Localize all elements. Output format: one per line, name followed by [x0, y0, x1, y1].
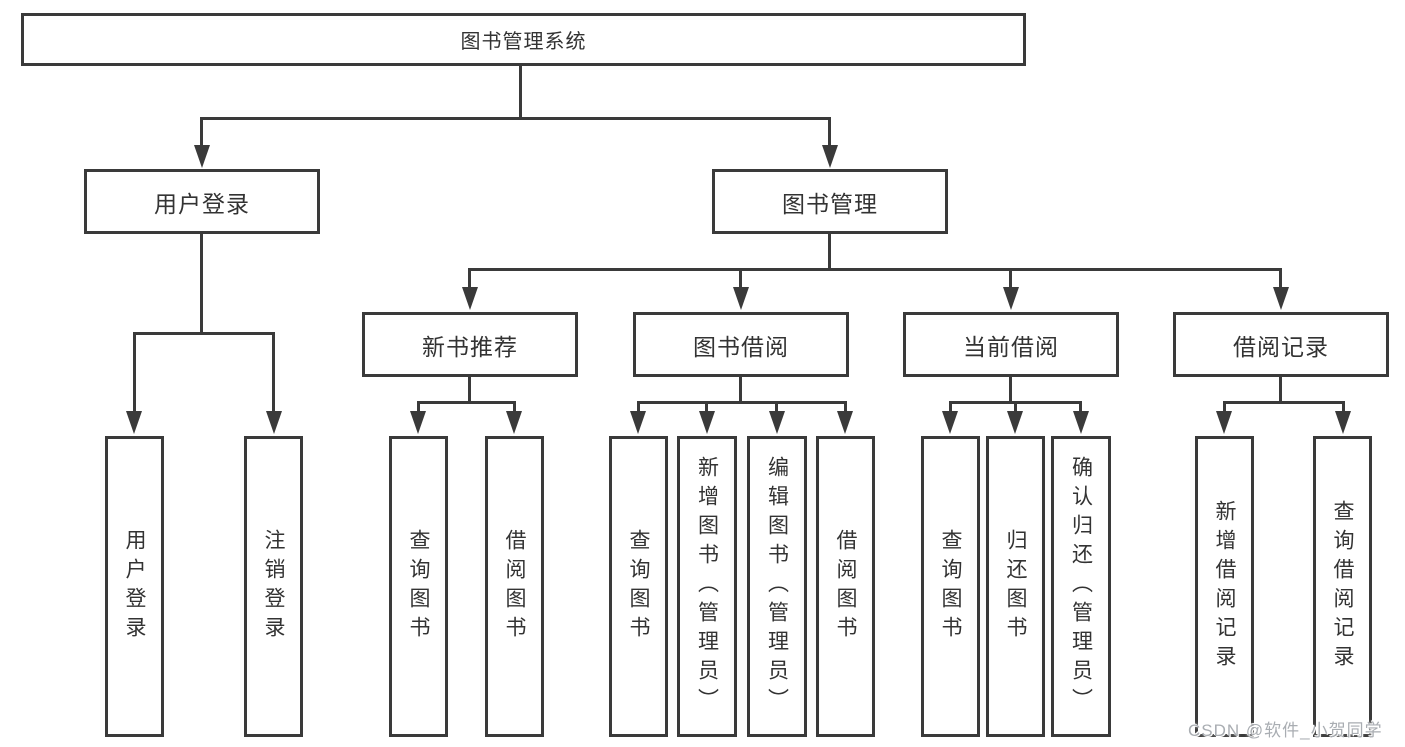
arrowhead-leaf-query1	[410, 411, 426, 434]
edge-current-borrow-stem	[1009, 377, 1012, 404]
leaf-query-current-label: 查询图书	[939, 528, 962, 645]
edge-book-mgmt-branch	[468, 268, 1282, 271]
node-current-borrow-label: 当前借阅	[963, 333, 1059, 360]
edge-to-leaf-query-record	[1342, 401, 1345, 413]
node-user-login: 用户登录	[84, 169, 320, 234]
arrowhead-leaf-borrow1	[506, 411, 522, 434]
arrowhead-leaf-query3	[942, 411, 958, 434]
leaf-query-book-borrow: 查询图书	[609, 436, 668, 737]
leaf-add-book-admin-label: 新增图书（管理员）	[695, 456, 719, 717]
node-borrow-record: 借阅记录	[1173, 312, 1389, 377]
edge-book-borrow-stem	[739, 377, 742, 404]
arrowhead-leaf-confirm-return	[1073, 411, 1089, 434]
node-current-borrow: 当前借阅	[903, 312, 1119, 377]
edge-to-current-borrow	[1009, 268, 1012, 290]
leaf-borrow-book-label: 借阅图书	[834, 528, 857, 645]
leaf-add-borrow-record-label: 新增借阅记录	[1213, 499, 1236, 674]
edge-to-borrow-record	[1279, 268, 1282, 290]
node-book-borrow: 图书借阅	[633, 312, 849, 377]
arrowhead-leaf-return	[1007, 411, 1023, 434]
edge-borrow-record-branch	[1223, 401, 1345, 404]
leaf-query-borrow-record: 查询借阅记录	[1313, 436, 1372, 737]
leaf-confirm-return-admin: 确认归还（管理员）	[1051, 436, 1111, 737]
edge-book-mgmt-stem	[828, 234, 831, 271]
node-book-borrow-label: 图书借阅	[693, 333, 789, 360]
arrowhead-book-mgmt	[822, 145, 838, 168]
leaf-logout: 注销登录	[244, 436, 303, 737]
edge-to-leaf-borrow1	[513, 401, 516, 413]
arrowhead-leaf-add-record	[1216, 411, 1232, 434]
edge-to-leaf-borrow2	[844, 401, 847, 413]
edge-borrow-record-stem	[1279, 377, 1282, 404]
leaf-confirm-return-admin-label: 确认归还（管理员）	[1069, 456, 1093, 717]
leaf-query-borrow-record-label: 查询借阅记录	[1331, 499, 1354, 674]
leaf-add-borrow-record: 新增借阅记录	[1195, 436, 1254, 737]
edge-to-book-mgmt	[828, 117, 831, 148]
leaf-borrow-book-recommend-label: 借阅图书	[503, 528, 526, 645]
node-user-login-label: 用户登录	[154, 190, 250, 217]
edge-user-login-branch	[133, 332, 274, 335]
edge-to-book-borrow	[739, 268, 742, 290]
arrowhead-leaf-edit-book	[769, 411, 785, 434]
watermark: CSDN @软件_小贺同学	[1188, 721, 1383, 740]
node-book-management: 图书管理	[712, 169, 948, 234]
arrowhead-new-book	[462, 287, 478, 310]
edge-to-leaf-login	[133, 332, 136, 411]
arrowhead-leaf-query2	[630, 411, 646, 434]
leaf-query-book-recommend-label: 查询图书	[407, 528, 430, 645]
leaf-user-login: 用户登录	[105, 436, 164, 737]
arrowhead-current-borrow	[1003, 287, 1019, 310]
leaf-query-book-recommend: 查询图书	[389, 436, 448, 737]
leaf-add-book-admin: 新增图书（管理员）	[677, 436, 737, 737]
edge-new-book-branch	[417, 401, 515, 404]
arrowhead-leaf-logout	[266, 411, 282, 434]
edge-to-leaf-add-book	[705, 401, 708, 413]
leaf-logout-label: 注销登录	[262, 528, 285, 645]
leaf-edit-book-admin: 编辑图书（管理员）	[747, 436, 807, 737]
leaf-query-current: 查询图书	[921, 436, 980, 737]
arrowhead-user-login	[194, 145, 210, 168]
node-new-book-recommend-label: 新书推荐	[422, 333, 518, 360]
leaf-borrow-book: 借阅图书	[816, 436, 875, 737]
leaf-borrow-book-recommend: 借阅图书	[485, 436, 544, 737]
arrowhead-leaf-borrow2	[837, 411, 853, 434]
leaf-user-login-label: 用户登录	[123, 528, 146, 645]
edge-book-borrow-branch	[637, 401, 846, 404]
edge-to-leaf-edit-book	[775, 401, 778, 413]
node-root-label: 图书管理系统	[460, 31, 587, 53]
edge-to-leaf-confirm-return	[1079, 401, 1082, 413]
node-new-book-recommend: 新书推荐	[362, 312, 578, 377]
arrowhead-leaf-add-book	[699, 411, 715, 434]
arrowhead-borrow-record	[1273, 287, 1289, 310]
edge-to-user-login	[200, 117, 203, 148]
leaf-query-book-borrow-label: 查询图书	[627, 528, 650, 645]
node-book-management-label: 图书管理	[782, 190, 878, 217]
arrowhead-book-borrow	[733, 287, 749, 310]
leaf-edit-book-admin-label: 编辑图书（管理员）	[765, 456, 789, 717]
edge-to-leaf-query3	[949, 401, 952, 413]
edge-to-leaf-return	[1014, 401, 1017, 413]
edge-to-leaf-query2	[637, 401, 640, 413]
leaf-return-book-label: 归还图书	[1004, 528, 1027, 645]
edge-root-stem	[519, 64, 522, 120]
edge-to-leaf-logout	[272, 332, 275, 411]
node-borrow-record-label: 借阅记录	[1233, 333, 1329, 360]
edge-user-login-stem	[200, 234, 203, 335]
leaf-return-book: 归还图书	[986, 436, 1045, 737]
edge-to-leaf-query1	[417, 401, 420, 413]
edge-to-leaf-add-record	[1223, 401, 1226, 413]
node-root: 图书管理系统	[21, 13, 1026, 66]
edge-root-branch	[200, 117, 831, 120]
arrowhead-leaf-query-record	[1335, 411, 1351, 434]
edge-to-new-book	[468, 268, 471, 290]
arrowhead-leaf-login	[126, 411, 142, 434]
edge-new-book-stem	[468, 377, 471, 404]
